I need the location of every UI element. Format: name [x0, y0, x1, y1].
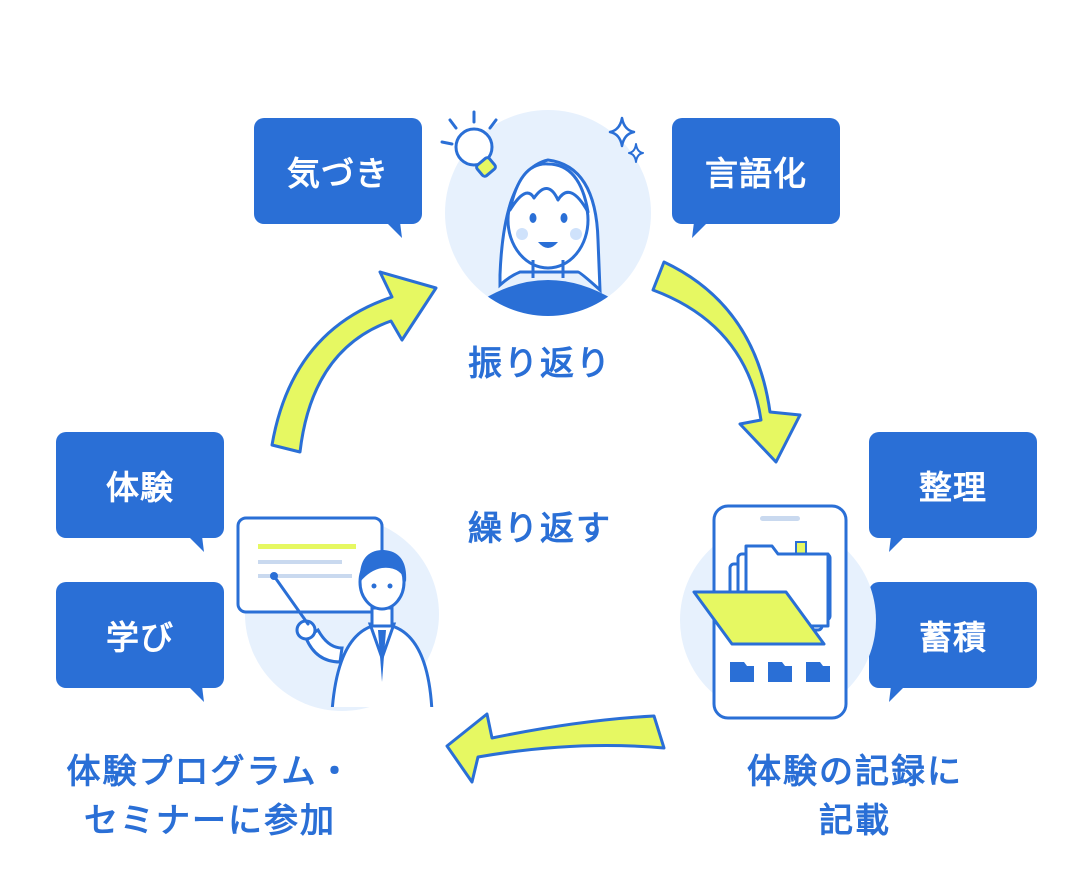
bubble-label: 整理: [919, 468, 987, 507]
bubble-gengoka: 言語化: [672, 118, 840, 238]
sparkle-icon: [628, 143, 644, 163]
bubble-label: 蓄積: [919, 618, 987, 657]
center-top-label: 振り返り: [468, 344, 612, 384]
bubble-taiken: 体験: [56, 432, 224, 552]
woman-avatar-icon: [440, 110, 651, 316]
bubble-label: 気づき: [287, 154, 389, 193]
program-label-line1: 体験プログラム・: [66, 752, 354, 792]
record-label: 体験の記録に 記載: [720, 748, 990, 847]
bubble-label: 言語化: [705, 154, 807, 193]
bubble-manabi: 学び: [56, 582, 224, 702]
program-label-line2: セミナーに参加: [84, 801, 336, 842]
record-label-line2: 記載: [819, 801, 891, 842]
cycle-arrow-icon: [445, 712, 666, 784]
bubble-kizuki: 気づき: [254, 118, 422, 238]
cycle-arrow-icon: [651, 260, 802, 464]
center-middle-label: 繰り返す: [468, 509, 612, 549]
presenter-icon: [236, 516, 439, 711]
cycle-arrow-icon: [270, 270, 438, 454]
bubble-seiri: 整理: [869, 432, 1037, 552]
record-label-line1: 体験の記録に: [747, 752, 963, 792]
smartphone-folder-icon: [680, 504, 876, 720]
sparkle-icon: [608, 116, 636, 148]
program-label: 体験プログラム・ セミナーに参加: [40, 748, 380, 847]
bubble-chikuseki: 蓄積: [869, 582, 1037, 702]
bubble-label: 体験: [106, 468, 174, 507]
lightbulb-icon: [440, 110, 498, 178]
bubble-label: 学び: [106, 618, 174, 657]
